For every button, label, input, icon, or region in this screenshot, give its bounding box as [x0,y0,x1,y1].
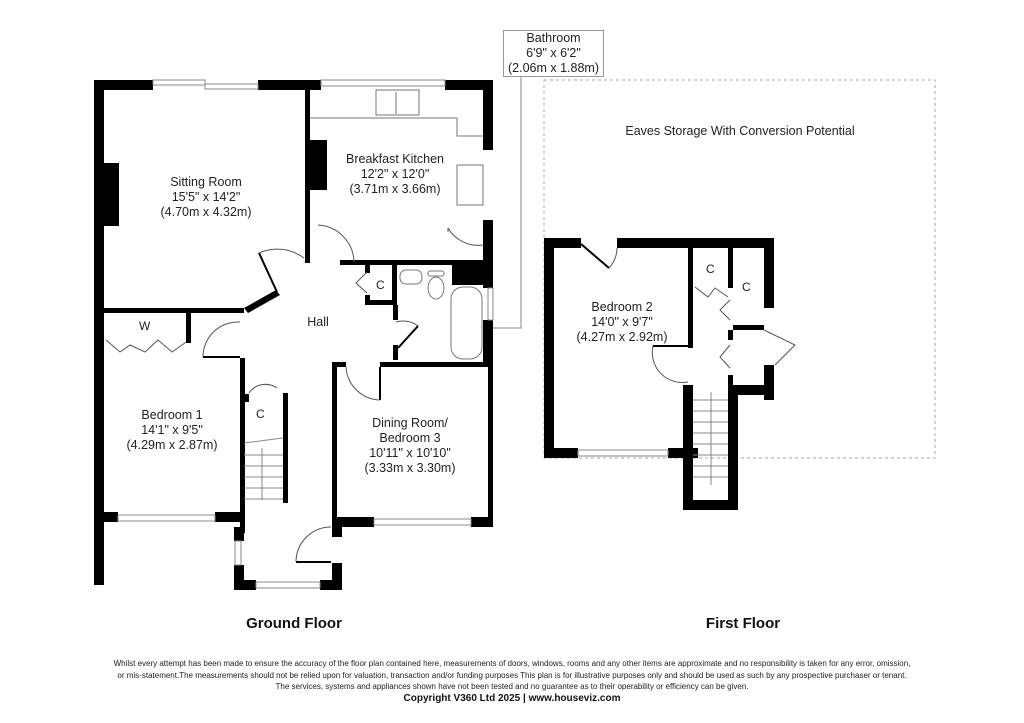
first-floor-windows [577,449,669,457]
room-dimensions-imperial: 6'9" x 6'2" [526,46,581,60]
ground-floor-walls [94,80,493,590]
room-name: Dining Room/ [372,416,448,430]
room-name: Bathroom [526,31,581,45]
cupboard-label-first-floor-1: C [706,262,715,276]
room-name: Bedroom 2 [591,300,653,314]
room-name: Hall [307,315,329,329]
room-dimensions-metric: (4.29m x 2.87m) [126,438,218,452]
disclaimer-line-2: or mis-statement.The measurements should… [117,670,907,680]
room-dimensions-imperial: 14'0" x 9'7" [591,315,653,329]
bathroom-callout-leader [493,75,522,329]
first-floor-walls [544,238,774,510]
room-dimensions-metric: (4.27m x 2.92m) [576,330,668,344]
room-name: Sitting Room [170,175,242,189]
room-name-line-2: Bedroom 3 [379,431,441,445]
cupboard-label-first-floor-2: C [742,280,751,294]
first-floor-title: First Floor [705,615,781,632]
room-dimensions-imperial: 14'1" x 9'5" [141,423,203,437]
room-dimensions-metric: (3.33m x 3.30m) [364,461,456,475]
ground-floor-fixtures [105,89,484,563]
room-name: Breakfast Kitchen [346,152,444,166]
room-label-breakfast-kitchen: Breakfast Kitchen 12'2" x 12'0" (3.71m x… [346,152,444,197]
room-label-bedroom-1: Bedroom 1 14'1" x 9'5" (4.29m x 2.87m) [126,408,217,453]
room-dimensions-imperial: 15'5" x 14'2" [171,190,241,204]
cupboard-label-understairs: C [256,407,265,421]
eaves-storage-label: Eaves Storage With Conversion Potential [625,124,855,138]
room-dimensions-imperial: 12'2" x 12'0" [360,167,430,181]
first-floor-fixtures [580,243,796,485]
room-label-bedroom-2: Bedroom 2 14'0" x 9'7" (4.27m x 2.92m) [576,300,667,345]
room-name: Bedroom 1 [141,408,203,422]
room-dimensions-metric: (2.06m x 1.88m) [507,61,599,75]
copyright-notice: Copyright V360 Ltd 2025 | www.houseviz.c… [403,693,621,704]
room-dimensions-imperial: 10'11" x 10'10" [369,446,451,460]
disclaimer-line-3: The services, systems and appliances sho… [275,682,749,691]
disclaimer-line-1: Whilst every attempt has been made to en… [113,659,911,668]
cupboard-label-hall: C [376,278,385,292]
room-label-dining-room-bedroom-3: Dining Room/ Bedroom 3 10'11" x 10'10" (… [364,416,455,476]
ground-floor-windows [117,79,494,589]
room-label-hall: Hall [307,315,329,330]
disclaimer: Whilst every attempt has been made to en… [0,658,1024,693]
room-dimensions-metric: (4.70m x 4.32m) [160,205,252,219]
room-dimensions-metric: (3.71m x 3.66m) [349,182,441,196]
room-label-sitting-room: Sitting Room 15'5" x 14'2" (4.70m x 4.32… [160,175,251,220]
room-label-bathroom: Bathroom 6'9" x 6'2" (2.06m x 1.88m) [503,30,604,77]
ground-floor-title: Ground Floor [246,615,342,632]
wardrobe-label: W [139,319,151,333]
